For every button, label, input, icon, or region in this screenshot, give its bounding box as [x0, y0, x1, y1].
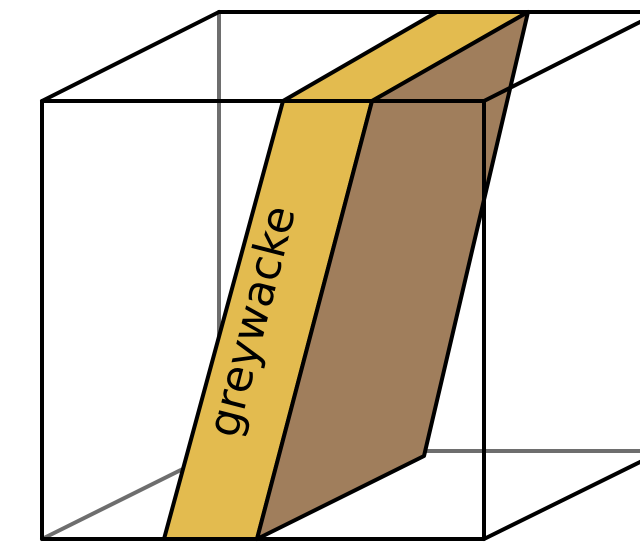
bottom-right-depth-edge — [482, 460, 640, 541]
top-right-depth-edge — [482, 20, 640, 103]
block-edges — [40, 10, 640, 541]
greywacke-bedding-plane — [255, 10, 530, 541]
top-left-depth-edge — [40, 10, 221, 103]
